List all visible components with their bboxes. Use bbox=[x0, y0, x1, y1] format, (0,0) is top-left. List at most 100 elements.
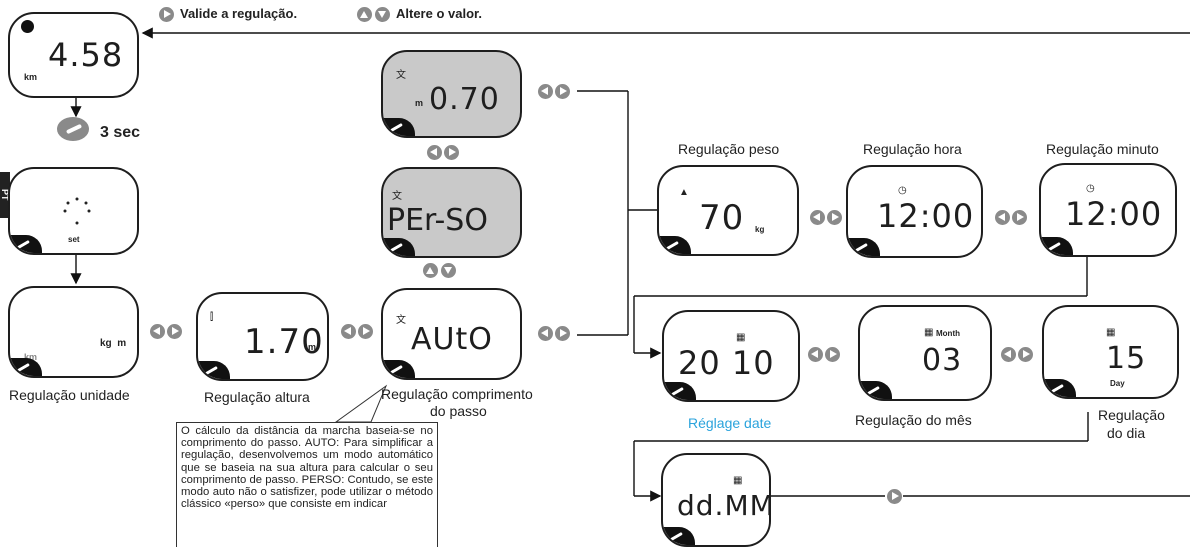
left-button-icon bbox=[810, 210, 825, 225]
calendar-icon: ▦ bbox=[1106, 327, 1116, 338]
left-button-icon bbox=[150, 324, 165, 339]
shortcut-duration: 3 sec bbox=[100, 124, 141, 141]
clock-icon: ◷ bbox=[898, 185, 907, 196]
wrench-corner-icon bbox=[383, 360, 415, 378]
walker-icon: ⽂ bbox=[396, 70, 406, 81]
left-button-icon bbox=[341, 324, 356, 339]
language-tab: PT bbox=[0, 172, 10, 218]
right-button-icon bbox=[444, 145, 459, 160]
date-format-value: dd.MM bbox=[677, 489, 771, 522]
wrench-corner-icon bbox=[10, 235, 42, 253]
wrench-corner-icon bbox=[1041, 237, 1073, 255]
walker-icon: ⽂ bbox=[392, 191, 402, 202]
stride-perso-screen: ⽂ PEr-SO bbox=[381, 167, 522, 258]
left-button-icon bbox=[808, 347, 823, 362]
down-button-icon bbox=[441, 263, 456, 278]
left-button-icon bbox=[538, 84, 553, 99]
minute-label: Regulação minuto bbox=[1046, 141, 1159, 157]
up-button-icon bbox=[357, 7, 372, 22]
month-label: Regulação do mês bbox=[855, 412, 972, 428]
set-label: set bbox=[68, 235, 80, 244]
wrench-corner-icon bbox=[1044, 379, 1076, 397]
weight-label: Regulação peso bbox=[678, 141, 780, 157]
unit-screen: km kg m bbox=[8, 286, 139, 378]
month-screen: ▦ Month 03 bbox=[858, 305, 992, 401]
height-unit: m bbox=[308, 342, 317, 352]
lock-icon bbox=[21, 20, 34, 33]
stride-auto-value: AUtO bbox=[411, 322, 493, 357]
weight-value: 70 bbox=[699, 198, 745, 238]
right-button-icon bbox=[159, 7, 174, 22]
stride-auto-screen: ⽂ AUtO bbox=[381, 288, 522, 380]
validate-instruction: Valide a regulação. bbox=[180, 6, 298, 21]
height-value: 1.70 bbox=[244, 322, 324, 362]
distance-unit: km bbox=[24, 72, 38, 82]
right-button-icon bbox=[555, 84, 570, 99]
month-label-text: Month bbox=[936, 329, 960, 338]
date-label: Réglage date bbox=[688, 415, 772, 431]
wrench-corner-icon bbox=[860, 381, 892, 399]
right-button-icon bbox=[825, 347, 840, 362]
wrench-corner-icon bbox=[664, 382, 696, 400]
stride-label-line1: Regulação comprimento bbox=[381, 386, 533, 402]
right-button-icon bbox=[358, 324, 373, 339]
day-value: 15 bbox=[1106, 341, 1147, 376]
unit-kg-m: kg m bbox=[100, 338, 127, 349]
minute-value: 12:00 bbox=[1065, 195, 1163, 233]
month-value: 03 bbox=[922, 343, 963, 378]
wrench-corner-icon bbox=[383, 118, 415, 136]
right-button-icon bbox=[555, 326, 570, 341]
stride-value-screen: ⽂ m 0.70 bbox=[381, 50, 522, 138]
walker-icon: ⽂ bbox=[396, 315, 406, 326]
right-button-icon bbox=[1018, 347, 1033, 362]
hour-label: Regulação hora bbox=[863, 141, 962, 157]
height-screen: ⫿ 1.70 m bbox=[196, 292, 329, 381]
wrench-button-icon bbox=[57, 117, 89, 141]
distance-value: 4.58 bbox=[48, 36, 124, 74]
right-button-icon bbox=[167, 324, 182, 339]
stride-value-unit: m bbox=[415, 98, 424, 108]
clock-icon: ◷ bbox=[1086, 183, 1095, 194]
wrench-corner-icon bbox=[198, 361, 230, 379]
hour-value: 12:00 bbox=[877, 197, 975, 235]
distance-screen: 4.58 km bbox=[8, 12, 139, 98]
change-value-instruction: Altere o valor. bbox=[396, 6, 482, 21]
right-button-icon bbox=[827, 210, 842, 225]
weight-screen: ▲ 70 kg bbox=[657, 165, 799, 256]
left-button-icon bbox=[538, 326, 553, 341]
year-value: 20 10 bbox=[678, 344, 775, 382]
wrench-corner-icon bbox=[383, 238, 415, 256]
down-button-icon bbox=[375, 7, 390, 22]
right-button-icon bbox=[1012, 210, 1027, 225]
day-label-line2: do dia bbox=[1107, 425, 1146, 441]
calendar-icon: ▦ bbox=[733, 475, 743, 486]
wrench-corner-icon bbox=[663, 527, 695, 545]
hour-screen: ◷ 12:00 bbox=[846, 165, 983, 258]
unit-label: Regulação unidade bbox=[9, 387, 130, 403]
wrench-corner-icon bbox=[848, 238, 880, 256]
weight-icon: ▲ bbox=[679, 187, 689, 198]
explanation-note: O cálculo da distância da marcha baseia-… bbox=[176, 422, 438, 547]
height-icon: ⫿ bbox=[210, 312, 214, 323]
day-label-line1: Regulação bbox=[1098, 407, 1165, 423]
stride-perso-value: PEr-SO bbox=[387, 203, 488, 238]
wrench-corner-icon bbox=[659, 236, 691, 254]
spinner-icon bbox=[63, 197, 91, 225]
weight-unit: kg bbox=[755, 225, 765, 234]
day-label-text: Day bbox=[1110, 379, 1125, 388]
stride-value: 0.70 bbox=[429, 82, 500, 117]
minute-screen: ◷ 12:00 bbox=[1039, 163, 1177, 257]
right-button-icon bbox=[887, 489, 902, 504]
date-format-screen: ▦ dd.MM bbox=[661, 453, 771, 547]
stride-label-line2: do passo bbox=[430, 403, 487, 419]
unit-km: km bbox=[24, 352, 38, 362]
calendar-icon: ▦ bbox=[736, 332, 746, 343]
day-screen: ▦ 15 Day bbox=[1042, 305, 1179, 399]
left-button-icon bbox=[1001, 347, 1016, 362]
wrench-corner-icon bbox=[10, 358, 42, 376]
calendar-icon: ▦ bbox=[924, 327, 934, 338]
left-button-icon bbox=[995, 210, 1010, 225]
left-button-icon bbox=[427, 145, 442, 160]
year-screen: ▦ 20 10 bbox=[662, 310, 800, 402]
